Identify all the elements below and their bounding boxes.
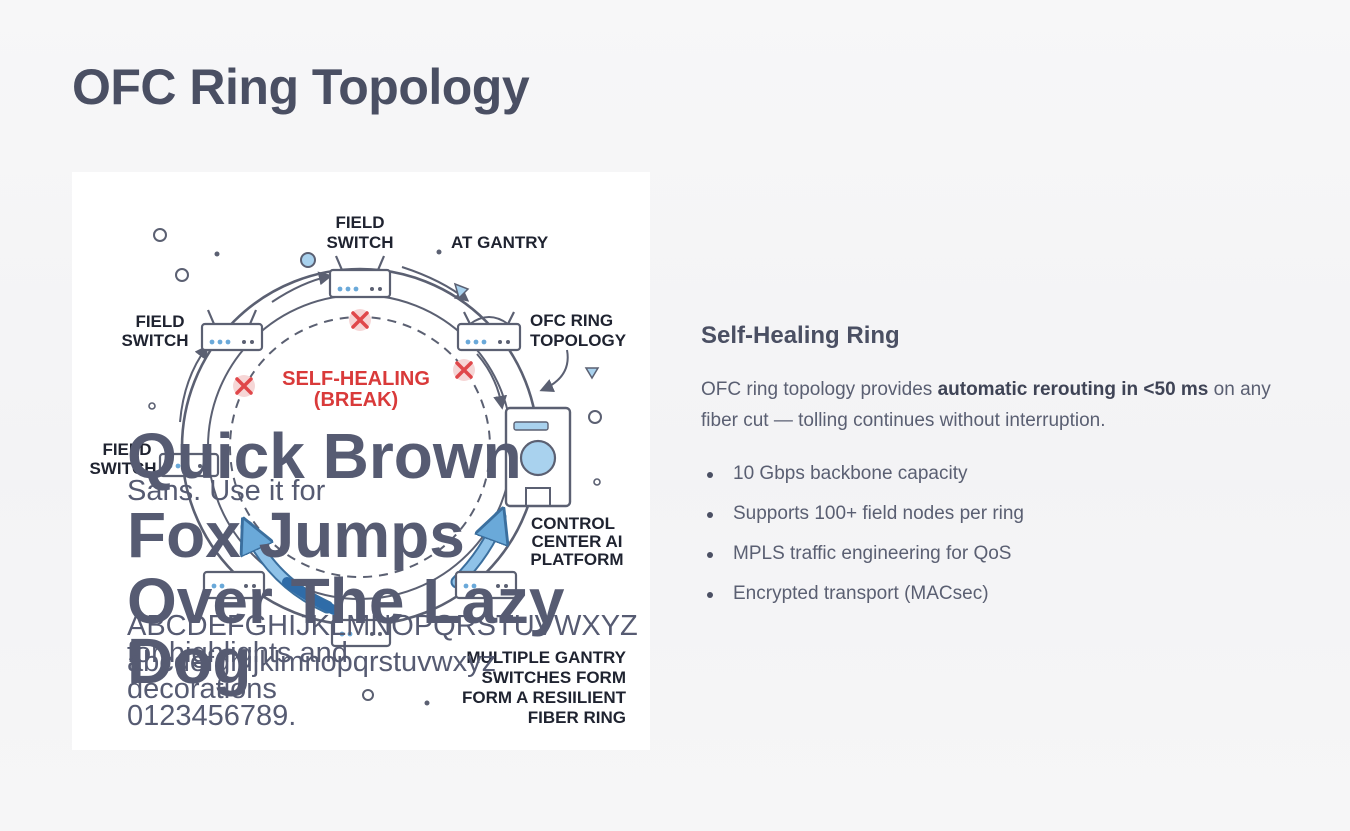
page-title: OFC Ring Topology [72,59,530,115]
switch-bottom [330,618,392,648]
switch-bottom-left [202,570,266,600]
label-control-center-2: CENTER AI [532,532,623,551]
label-ofc-ring-1: OFC RING [530,311,613,330]
ring-arrow-ofc [539,349,569,392]
panel-description: OFC ring topology provides automatic rer… [701,374,1301,436]
label-ofc-ring-2: TOPOLOGY [530,331,627,350]
label-left-switch-1: FIELD [135,312,184,331]
break-marker-left [233,375,255,397]
switch-lower-left [158,452,220,478]
description-bold: automatic rerouting in <50 ms [937,379,1209,400]
deco-dot [588,410,602,424]
break-marker-right [453,359,475,381]
deco-dot [175,268,189,282]
ring-arrow-left-up [179,344,209,423]
deco-dot [436,249,442,255]
switch-left [200,309,264,352]
label-at-gantry: AT GANTRY [451,233,549,252]
feature-item: 10 Gbps backbone capacity [701,454,1301,494]
ofc-ring-diagram: FIELD SWITCH AT GANTRY FIELD SWITCH OFC … [72,172,650,750]
panel-heading: Self-Healing Ring [701,322,900,349]
label-self-healing-1: SELF-HEALING [282,368,430,390]
label-self-healing-2: (BREAK) [314,389,398,411]
label-control-center-1: CONTROL [531,514,615,533]
deco-dot [214,251,220,257]
deco-dot [593,478,601,486]
ring-arrow-right [476,353,508,410]
switch-bottom-right [454,570,518,600]
deco-triangle [453,282,470,300]
deco-dot [300,252,316,268]
reroute-arrow-bottom [282,577,339,615]
deco-dot [153,228,167,242]
description-pre: OFC ring topology provides [701,379,938,400]
deco-dot [424,700,430,706]
deco-triangle [584,367,600,380]
label-gantry-caption-3: FORM A RESIILIENT [462,688,627,707]
ring-arrow-top [271,271,333,303]
deco-dot [148,402,156,410]
feature-item: MPLS traffic engineering for QoS [701,534,1301,574]
control-center-server [504,406,572,508]
description-post: on any fiber cut — tolling continues wit… [701,379,1271,431]
break-marker-top [349,309,371,331]
feature-item: Supports 100+ field nodes per ring [701,494,1301,534]
ring-diagram-svg: FIELD SWITCH AT GANTRY FIELD SWITCH OFC … [89,213,627,727]
label-gantry-caption-2: SWITCHES FORM [482,668,627,687]
label-control-center-3: PLATFORM [530,550,623,569]
label-left-switch-2: SWITCH [121,331,188,350]
inner-dashed-ring [229,316,491,578]
label-lower-left-switch-1: FIELD [102,440,151,459]
feature-list: 10 Gbps backbone capacity Supports 100+ … [701,454,1301,614]
self-healing-panel: Self-Healing Ring OFC ring topology prov… [701,322,1301,614]
label-top-switch-1: FIELD [335,213,384,232]
ring-arrow-top-right [401,266,470,302]
switch-top [328,255,392,299]
label-gantry-caption-4: FIBER RING [528,708,626,727]
switch-right [456,311,522,352]
label-gantry-caption-1: MULTIPLE GANTRY [466,648,626,667]
deco-dot [362,689,374,701]
feature-item: Encrypted transport (MACsec) [701,574,1301,614]
label-top-switch-2: SWITCH [326,233,393,252]
label-lower-left-switch-2: SWITCH [89,459,156,478]
